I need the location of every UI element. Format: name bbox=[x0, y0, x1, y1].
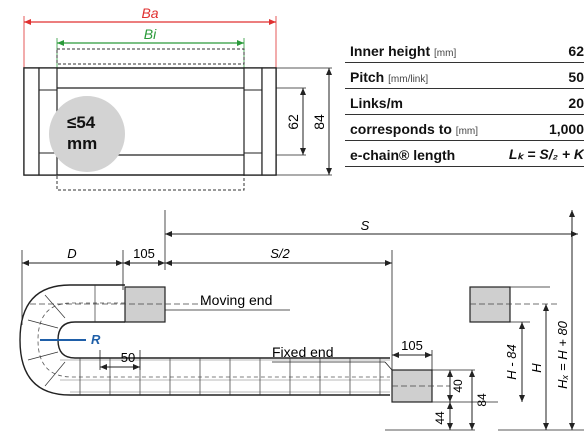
outer-width-dimension: Ba bbox=[23, 5, 277, 68]
spec-unit: [mm] bbox=[455, 126, 479, 137]
dim-40: 40 bbox=[451, 379, 465, 393]
spec-unit: [mm/link] bbox=[388, 74, 429, 85]
inner-width-dimension: Bi bbox=[56, 26, 245, 68]
spec-row: Pitch [mm/link] 50 bbox=[345, 63, 584, 89]
dim-bottom-105: 105 bbox=[401, 338, 423, 353]
inner-height-label: 62 bbox=[285, 114, 301, 130]
spec-label: Pitch [mm/link] bbox=[350, 69, 428, 85]
dim-D: D bbox=[67, 246, 76, 261]
radius-label: R bbox=[91, 332, 101, 347]
spec-label: corresponds to [mm] bbox=[350, 121, 478, 137]
e-chain-body bbox=[19, 284, 390, 396]
pitch-label: 50 bbox=[121, 350, 135, 365]
moving-end-bracket-right bbox=[469, 286, 511, 323]
spec-value: 50 bbox=[568, 69, 584, 85]
side-view-diagram: S D 105 S/2 Moving end bbox=[19, 210, 584, 431]
max-width-badge bbox=[49, 96, 125, 172]
dim-top-105: 105 bbox=[133, 246, 155, 261]
outer-width-label: Ba bbox=[141, 5, 158, 21]
spec-value: 20 bbox=[568, 95, 584, 111]
spec-row: Inner height [mm] 62 bbox=[345, 37, 584, 63]
dim-H-minus-84: H - 84 bbox=[504, 344, 519, 379]
moving-end-bracket bbox=[124, 286, 166, 323]
spec-row: e-chain® length Lₖ = S/₂ + K bbox=[345, 141, 584, 167]
spec-label-text: Inner height bbox=[350, 43, 431, 59]
spec-label: Inner height [mm] bbox=[350, 43, 456, 59]
dim-half-S: S/2 bbox=[270, 246, 290, 261]
dim-HF: Hₓ = H + 80 bbox=[555, 320, 570, 389]
spec-value: 1,000 bbox=[548, 121, 584, 137]
spec-unit: [mm] bbox=[434, 48, 457, 59]
cross-section-diagram: Ba Bi ≤54 mm 62 bbox=[23, 5, 332, 191]
spec-value: Lₖ = S/₂ + K bbox=[508, 146, 584, 162]
dashed-bottom-bar bbox=[56, 174, 245, 191]
dim-44: 44 bbox=[433, 411, 447, 425]
spec-label-text: e-chain® length bbox=[350, 147, 456, 163]
outer-height-dimension: 84 bbox=[276, 67, 332, 176]
badge-unit: mm bbox=[67, 134, 97, 153]
spec-label-text: corresponds to bbox=[350, 121, 452, 137]
spec-value: 62 bbox=[568, 43, 584, 59]
fixed-end-label: Fixed end bbox=[272, 344, 333, 360]
spec-label: e-chain® length bbox=[350, 147, 455, 163]
chain-cross-section bbox=[23, 67, 277, 176]
spec-label-text: Links/m bbox=[350, 95, 403, 111]
dim-H: H bbox=[529, 363, 544, 373]
spec-label: Links/m bbox=[350, 95, 403, 111]
inner-width-label: Bi bbox=[144, 26, 157, 42]
spec-row: corresponds to [mm] 1,000 bbox=[345, 115, 584, 141]
inner-height-dimension: 62 bbox=[276, 87, 306, 156]
dim-84: 84 bbox=[475, 393, 489, 407]
spec-label-text: Pitch bbox=[350, 69, 385, 85]
outer-height-label: 84 bbox=[311, 114, 327, 130]
moving-end-label: Moving end bbox=[200, 292, 272, 308]
badge-value: ≤54 bbox=[67, 113, 96, 132]
dim-S: S bbox=[361, 218, 370, 233]
dashed-top-bar bbox=[56, 48, 245, 65]
spec-row: Links/m 20 bbox=[345, 89, 584, 115]
